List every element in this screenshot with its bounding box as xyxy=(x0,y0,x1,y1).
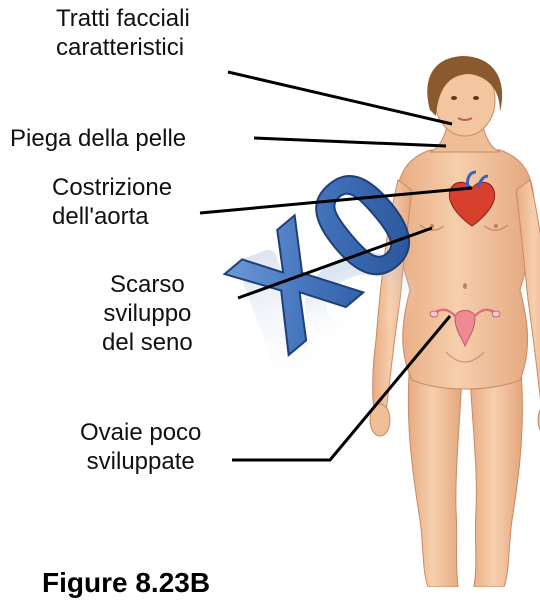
label-ovaries: Ovaie poco sviluppate xyxy=(80,418,201,476)
diagram-stage: X0 Tratti facciali caratteristici Piega … xyxy=(0,0,540,587)
label-aorta-constriction: Costrizione dell'aorta xyxy=(52,173,172,231)
label-skin-fold: Piega della pelle xyxy=(10,124,186,153)
leader-line-facial xyxy=(228,72,452,124)
label-breast-development: Scarso sviluppo del seno xyxy=(102,270,193,357)
figure-caption: Figure 8.23B xyxy=(42,566,210,600)
turner-syndrome-figure: X0 xyxy=(0,0,540,587)
right-leg xyxy=(470,360,522,587)
left-leg xyxy=(408,360,462,587)
label-facial-features: Tratti facciali caratteristici xyxy=(56,4,190,62)
